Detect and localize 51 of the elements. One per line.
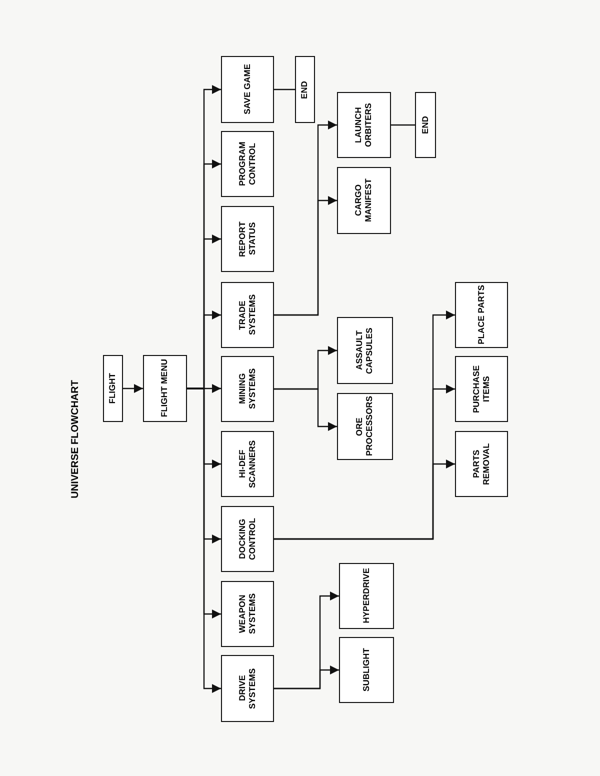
box-label: HYPERDRIVE bbox=[362, 568, 372, 624]
process-box bbox=[295, 56, 315, 123]
box-label: FLIGHT MENU bbox=[160, 359, 170, 418]
box-label: FLIGHT bbox=[108, 373, 118, 404]
box-label: PLACE PARTS bbox=[476, 285, 486, 345]
box-label: TRADE SYSTEMS bbox=[238, 294, 258, 338]
box-label: PROGRAM CONTROL bbox=[238, 140, 258, 188]
process-box bbox=[221, 131, 274, 197]
arrow bbox=[274, 666, 339, 690]
process-box bbox=[221, 356, 274, 422]
process-box bbox=[337, 167, 391, 234]
process-box bbox=[221, 282, 274, 348]
box-label: PURCHASE ITEMS bbox=[472, 364, 492, 415]
process-box bbox=[339, 637, 394, 703]
arrow bbox=[187, 388, 221, 693]
process-box bbox=[337, 393, 393, 460]
process-box bbox=[221, 431, 274, 497]
box-label: LAUNCH ORBITERS bbox=[354, 102, 374, 149]
process-box bbox=[455, 356, 508, 422]
process-box bbox=[221, 506, 274, 572]
process-box bbox=[337, 317, 393, 384]
box-label: WEAPON SYSTEMS bbox=[238, 592, 258, 636]
process-box bbox=[143, 355, 187, 422]
box-label: CARGO MANIFEST bbox=[354, 178, 374, 224]
process-box bbox=[337, 92, 391, 158]
process-box bbox=[221, 581, 274, 647]
process-box bbox=[221, 655, 274, 722]
arrow bbox=[274, 196, 337, 316]
process-box bbox=[221, 56, 274, 123]
process-box bbox=[455, 282, 508, 348]
arrow bbox=[274, 388, 337, 431]
box-label: DOCKING CONTROL bbox=[238, 516, 258, 562]
box-label: REPORT STATUS bbox=[238, 220, 258, 259]
process-box bbox=[103, 355, 123, 422]
box-label: END bbox=[420, 116, 430, 134]
box-label: HI-DEF SCANNERS bbox=[238, 439, 258, 490]
arrow bbox=[274, 460, 455, 540]
box-label: SAVE GAME bbox=[242, 64, 252, 115]
box-label: ORE PROCESSORS bbox=[355, 395, 375, 458]
box-label: MINING SYSTEMS bbox=[238, 368, 258, 412]
process-box bbox=[221, 206, 274, 272]
box-label: ASSAULT CAPSULES bbox=[355, 326, 375, 376]
box-label: END bbox=[300, 80, 310, 98]
process-box bbox=[415, 92, 436, 158]
box-label: PARTS REMOVAL bbox=[472, 442, 492, 487]
process-box bbox=[339, 563, 394, 629]
arrow bbox=[123, 384, 143, 393]
box-label: SUBLIGHT bbox=[362, 648, 372, 692]
box-label: DRIVE SYSTEMS bbox=[238, 667, 258, 711]
process-box bbox=[455, 431, 508, 497]
title: UNIVERSE FLOWCHART bbox=[69, 380, 82, 498]
